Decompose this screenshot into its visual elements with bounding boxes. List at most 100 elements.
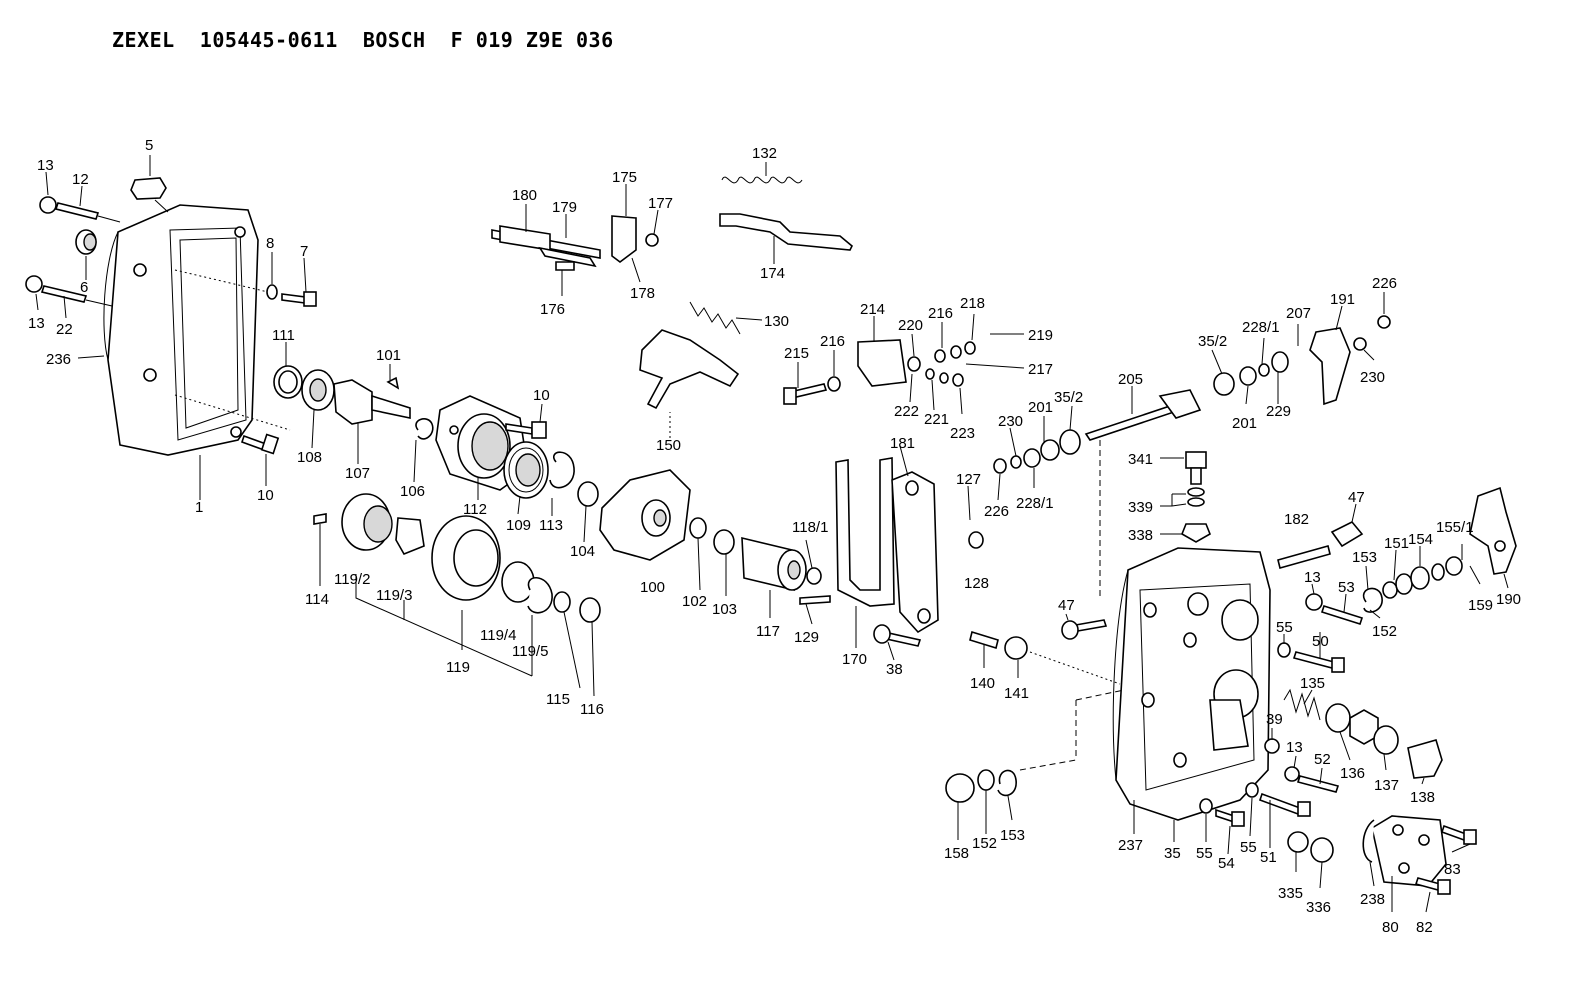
bolt-129: [799, 595, 831, 605]
label-112: 112: [463, 501, 487, 518]
label-201b: 201: [1232, 415, 1257, 432]
label-151: 151: [1384, 535, 1409, 552]
ring-104: [577, 481, 599, 507]
plugs-335-336: [1287, 831, 1334, 863]
label-238: 238: [1360, 891, 1385, 908]
label-336: 336: [1306, 899, 1331, 916]
label-119-2: 119/2: [334, 571, 370, 588]
label-236: 236: [46, 351, 71, 368]
label-119-5: 119/5: [512, 643, 548, 660]
label-153a: 153: [1352, 549, 1377, 566]
nut-177: [645, 233, 659, 247]
label-138: 138: [1410, 789, 1435, 806]
label-159: 159: [1468, 597, 1493, 614]
cam-plate-100: [599, 469, 691, 561]
label-106: 106: [400, 483, 425, 500]
bolt-47b: [1061, 619, 1108, 640]
label-109: 109: [506, 517, 531, 534]
label-179: 179: [552, 199, 577, 216]
label-130: 130: [764, 313, 789, 330]
label-181: 181: [890, 435, 915, 452]
label-39: 39: [1266, 711, 1283, 728]
label-341: 341: [1128, 451, 1153, 468]
washer-216b: [827, 376, 841, 392]
label-190: 190: [1496, 591, 1521, 608]
label-153b: 153: [1000, 827, 1025, 844]
label-82: 82: [1416, 919, 1433, 936]
label-150: 150: [656, 437, 681, 454]
label-13c: 13: [1304, 569, 1321, 586]
label-118-1: 118/1: [792, 519, 828, 536]
label-107: 107: [345, 465, 370, 482]
label-140: 140: [970, 675, 995, 692]
label-229: 229: [1266, 403, 1291, 420]
label-178: 178: [630, 285, 655, 302]
label-8: 8: [266, 235, 274, 252]
label-205: 205: [1118, 371, 1143, 388]
label-191: 191: [1330, 291, 1355, 308]
spring-135-cap-136-138: [1283, 688, 1443, 779]
label-220: 220: [898, 317, 923, 334]
rings-201-230-226: [993, 429, 1081, 474]
bolt-10b: [505, 421, 547, 439]
label-47b: 47: [1058, 597, 1075, 614]
label-22: 22: [56, 321, 73, 338]
lever-150: [639, 329, 740, 410]
bolt-51-55: [1245, 782, 1311, 817]
label-218: 218: [960, 295, 985, 312]
label-230a: 230: [998, 413, 1023, 430]
bracket-119: [355, 574, 533, 677]
label-100: 100: [640, 579, 665, 596]
label-1: 1: [195, 499, 203, 516]
label-129: 129: [794, 629, 819, 646]
bushing-103: [713, 529, 735, 555]
label-335: 335: [1278, 885, 1303, 902]
label-5: 5: [145, 137, 153, 154]
lever-170: [835, 457, 895, 607]
bolt-140: [969, 630, 999, 650]
label-35-2b: 35/2: [1198, 333, 1227, 350]
label-237: 237: [1118, 837, 1143, 854]
label-201a: 201: [1028, 399, 1053, 416]
label-174: 174: [760, 265, 785, 282]
label-119: 119: [446, 659, 470, 676]
label-108: 108: [297, 449, 322, 466]
label-154: 154: [1408, 531, 1433, 548]
label-226b: 226: [1372, 275, 1397, 292]
label-127: 127: [956, 471, 981, 488]
parts-35-2b-201b-229: [1213, 351, 1289, 396]
nut-screw-12-13: [39, 196, 121, 223]
label-152b: 152: [972, 835, 997, 852]
spring-132: [721, 176, 803, 184]
bearing-109: [503, 441, 549, 499]
nut-screw-13-22: [25, 275, 113, 307]
bolt-54-55: [1199, 798, 1245, 827]
gear-set-119: [341, 493, 601, 623]
label-55a: 55: [1276, 619, 1293, 636]
shaft-180-179: [491, 225, 601, 268]
label-226a: 226: [984, 503, 1009, 520]
label-111: 111: [272, 327, 295, 344]
pin-182: [1277, 545, 1331, 569]
label-141: 141: [1004, 685, 1029, 702]
label-115: 115: [546, 691, 570, 708]
nut-141: [1004, 636, 1028, 660]
label-38: 38: [886, 661, 903, 678]
label-228-1b: 228/1: [1242, 319, 1280, 336]
label-223: 223: [950, 425, 975, 442]
label-55c: 55: [1240, 839, 1257, 856]
bolt-38: [873, 624, 922, 647]
part-labels: 5 13 12 6 13 22 236 8 7 111 1 10 108 107…: [28, 137, 1521, 936]
label-132: 132: [752, 145, 777, 162]
small-parts-220-223: [907, 341, 976, 387]
label-128: 128: [964, 575, 989, 592]
label-216b: 216: [820, 333, 845, 350]
label-339: 339: [1128, 499, 1153, 516]
bolts-82-83: [1414, 824, 1477, 895]
label-136: 136: [1340, 765, 1365, 782]
label-155-1: 155/1: [1436, 519, 1474, 536]
label-102: 102: [682, 593, 707, 610]
label-175: 175: [612, 169, 637, 186]
label-52: 52: [1314, 751, 1331, 768]
